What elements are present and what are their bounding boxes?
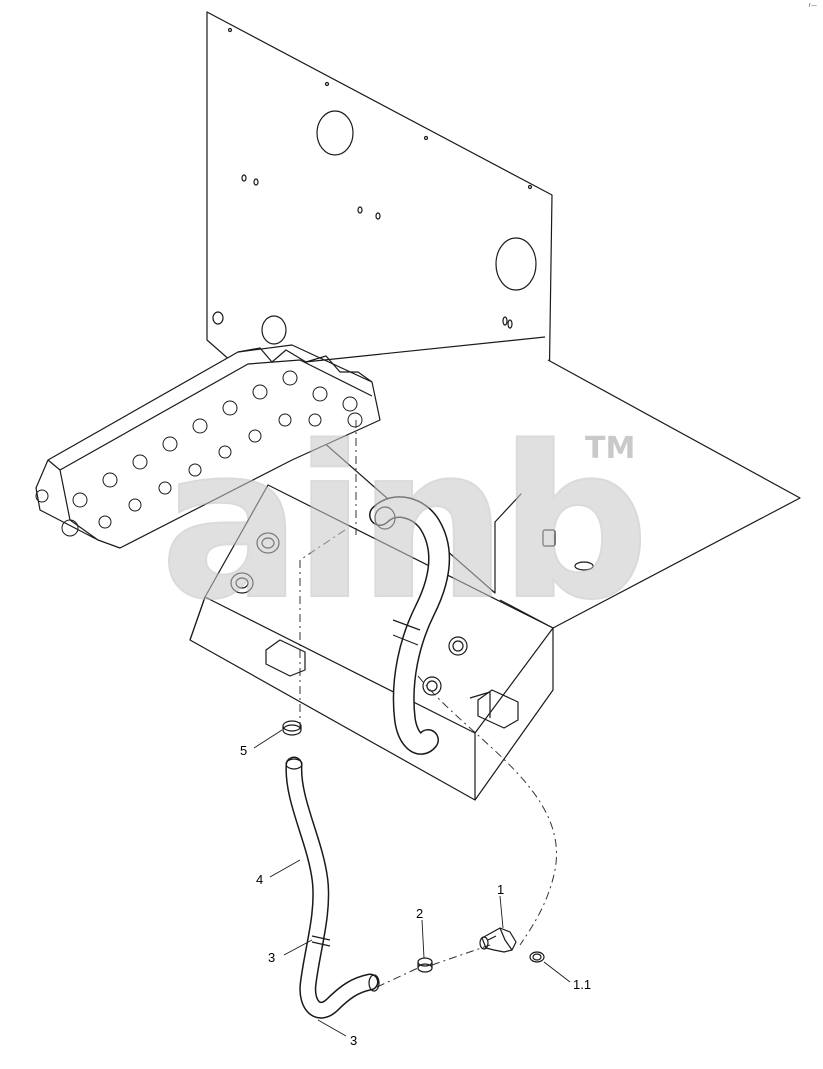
callout-4: 4 — [256, 872, 263, 887]
callout-1: 1 — [497, 882, 504, 897]
clamp-part-5 — [282, 720, 302, 736]
callout-3-lower: 3 — [350, 1033, 357, 1048]
clamp-part-2 — [417, 957, 433, 973]
callout-2: 2 — [416, 906, 423, 921]
upper-radiator-hose — [369, 496, 451, 755]
cylinder-head — [35, 336, 546, 549]
corner-mark: r— — [808, 2, 817, 9]
watermark-text: ainb — [160, 401, 642, 646]
watermark: ainb TM — [159, 400, 651, 647]
callout-3-upper: 3 — [268, 950, 275, 965]
connection-lines — [299, 420, 557, 988]
o-ring-part-1-1 — [529, 951, 545, 963]
leader-lines — [253, 729, 571, 1037]
callout-5: 5 — [240, 743, 247, 758]
callout-1-1: 1.1 — [573, 977, 591, 992]
elbow-fitting-part-1 — [479, 927, 517, 953]
hose-part-4 — [285, 756, 380, 1019]
radiator-tank — [189, 484, 554, 801]
watermark-trademark: TM — [585, 431, 635, 466]
firewall-panel — [206, 11, 553, 594]
